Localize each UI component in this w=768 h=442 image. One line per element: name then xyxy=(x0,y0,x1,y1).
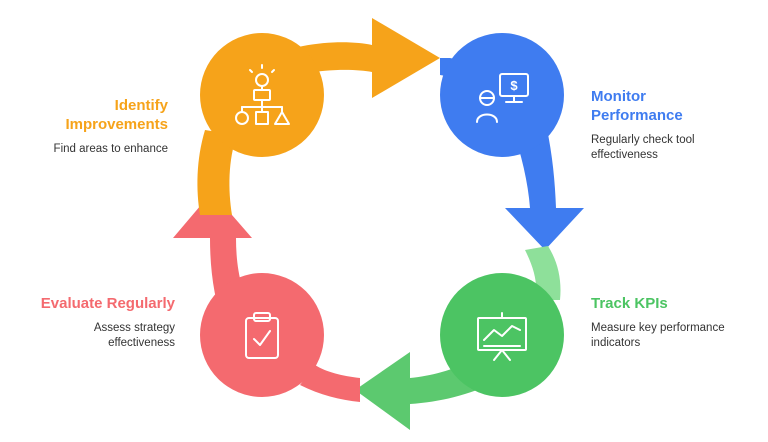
arrow-orange-to-blue xyxy=(262,18,440,98)
step-label-track: Track KPIs Measure key performance indic… xyxy=(591,294,761,351)
step-desc-identify: Find areas to enhance xyxy=(18,142,168,157)
step-label-identify: Identify Improvements Find areas to enha… xyxy=(18,96,168,157)
title-line: Track KPIs xyxy=(591,295,668,312)
step-label-evaluate: Evaluate Regularly Assess strategy effec… xyxy=(5,294,175,351)
idea-shapes-icon xyxy=(235,64,290,125)
band-orange xyxy=(197,130,237,215)
step-title-monitor: Monitor Performance xyxy=(591,87,761,125)
step-title-track: Track KPIs xyxy=(591,294,761,313)
step-circle-red xyxy=(200,273,324,397)
title-line: Evaluate Regularly xyxy=(40,295,175,312)
title-line: Identify xyxy=(114,97,168,114)
clipboard-check-icon xyxy=(245,312,279,359)
person-monitor-dollar-icon: $ xyxy=(476,73,529,123)
band-red xyxy=(300,365,360,402)
step-title-identify: Identify Improvements xyxy=(18,96,168,134)
svg-text:$: $ xyxy=(510,78,518,93)
presentation-chart-icon xyxy=(477,312,527,361)
desc-line: indicators xyxy=(591,337,641,349)
step-title-evaluate: Evaluate Regularly xyxy=(5,294,175,313)
desc-line: Assess strategy xyxy=(93,322,175,334)
title-line: Improvements xyxy=(65,116,168,133)
band-green xyxy=(525,246,561,300)
desc-line: effectiveness xyxy=(108,337,175,349)
desc-line: Measure key performance xyxy=(591,322,725,334)
desc-line: Find areas to enhance xyxy=(53,143,168,155)
step-label-monitor: Monitor Performance Regularly check tool… xyxy=(591,87,761,163)
step-desc-evaluate: Assess strategy effectiveness xyxy=(5,321,175,351)
step-desc-monitor: Regularly check tool effectiveness xyxy=(591,133,761,163)
desc-line: effectiveness xyxy=(591,149,658,161)
title-line: Performance xyxy=(591,107,683,124)
step-circle-orange xyxy=(200,33,324,157)
desc-line: Regularly check tool xyxy=(591,134,695,146)
step-desc-track: Measure key performance indicators xyxy=(591,321,761,351)
title-line: Monitor xyxy=(591,88,646,105)
